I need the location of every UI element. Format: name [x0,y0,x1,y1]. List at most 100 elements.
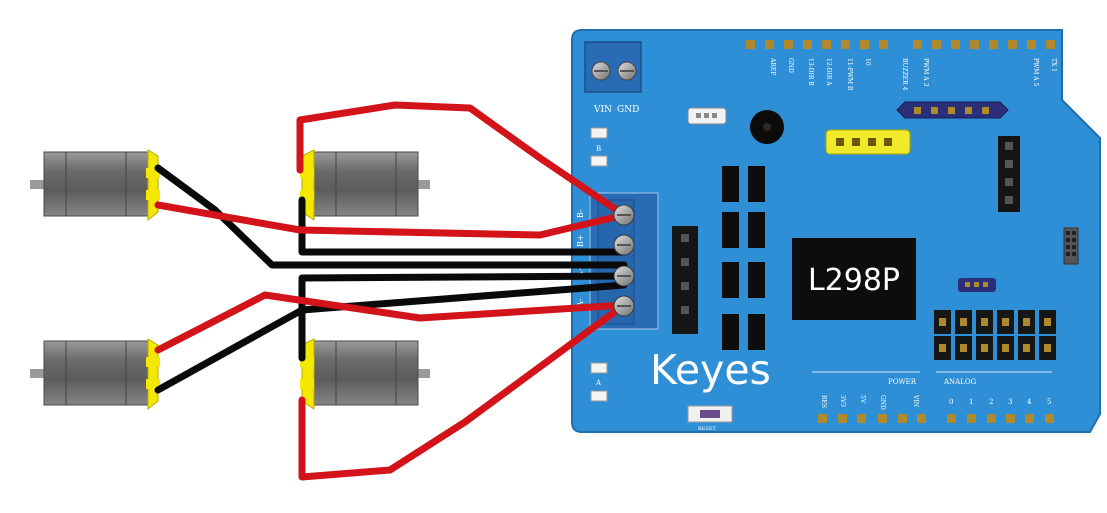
top-pin-label: 13-DIR B [807,58,814,86]
top-pin-label: BUZZER 4 [901,58,908,91]
analog-pin-label: 5 [1047,398,1051,406]
digital-pin [860,40,869,49]
terminal-label-vin: VIN [593,105,612,115]
buzzer [750,110,784,144]
digital-pin [913,40,922,49]
digital-pin [822,40,831,49]
vertical-header-left [672,226,698,334]
status-led-b-1 [590,127,608,139]
power-pin [857,414,866,423]
power-screw-terminal: VIN GND [584,41,642,115]
reset-button[interactable]: RESET [687,405,733,432]
wire-black-4 [298,272,628,362]
digital-pin [879,40,888,49]
power-pin [838,414,847,423]
power-pin [818,414,827,423]
header-pin [1044,318,1051,326]
top-pin-label: RX 0 [1068,58,1075,73]
chip-label: L298P [808,263,900,298]
wires [154,101,628,481]
power-pin-label: RES [820,395,827,408]
icsp-header [1063,227,1079,265]
white-3pin-connector [687,107,727,125]
analog-pin [1025,414,1034,423]
top-pin-label: GND [787,58,794,73]
digital-pin [1008,40,1017,49]
power-header-title: POWER [888,378,917,386]
small-jumper [958,278,996,292]
header-pin [960,318,967,326]
analog-pin [1045,414,1054,423]
digital-pin [1046,40,1055,49]
brand-label: Keyes [650,346,771,394]
header-pin [1002,344,1009,352]
power-header: RES 3V3 5V GND VIN [818,394,926,423]
analog-pin [1006,414,1015,423]
status-led-a-2 [590,390,608,402]
motor-bottom-left [30,338,160,411]
digital-pin [951,40,960,49]
reset-label: RESET [698,426,716,432]
navy-jumper [896,101,1009,119]
digital-pin [970,40,979,49]
header-pin [981,344,988,352]
analog-pin-label: 4 [1027,398,1032,406]
terminal-label-a-minus: A- [576,298,585,308]
power-pin [917,414,926,423]
motor-terminal-screws [613,204,635,317]
motor-top-left [30,149,160,222]
header-pin [1044,344,1051,352]
header-pin [960,344,967,352]
analog-pin-label: 0 [949,398,953,406]
wire-red-2 [154,201,628,239]
top-pin-label: 10 [864,58,871,66]
wire-red-3 [154,291,628,354]
top-pin-label: PWM A 5 [1032,58,1039,86]
top-pin-label: 12-DIR A [825,58,832,86]
analog-pin-label: 1 [969,398,973,406]
motor-top-middle [300,149,430,221]
motor-bottom-middle [300,338,430,410]
header-pin [1023,344,1030,352]
analog-pin-label: 2 [989,398,993,406]
header-pin [939,318,946,326]
header-pin [1023,318,1030,326]
wire-red-4 [298,301,628,481]
header-pin [1002,318,1009,326]
power-pin [898,414,907,423]
header-pin [981,318,988,326]
digital-pin [765,40,774,49]
digital-pin [803,40,812,49]
power-pin-label: VIN [912,394,919,407]
digital-pin [1027,40,1036,49]
power-pin-label: 5V [859,395,866,404]
status-led-a-1 [590,362,608,374]
analog-header-title: ANALOG [943,378,977,386]
analog-pin-label: 3 [1008,398,1012,406]
analog-pin [947,414,956,423]
digital-pin [932,40,941,49]
power-pin-label: GND [879,395,886,410]
power-pin [878,414,887,423]
header-pin [939,344,946,352]
wire-red-1 [296,101,628,219]
digital-pin [784,40,793,49]
led-label-b: B [596,145,601,153]
analog-pin [987,414,996,423]
2x6-header-block [934,310,1056,360]
vertical-header-right [998,136,1020,212]
wire-black-1 [154,164,628,269]
status-led-b-2 [590,155,608,167]
digital-pin [989,40,998,49]
smd-components [722,166,765,350]
l298p-chip [792,238,916,320]
terminal-label-a-plus: A+ [576,265,585,278]
top-pin-label: 11-PWM B [846,58,853,91]
analog-pin [967,414,976,423]
analog-header: 0 1 2 3 4 5 [947,398,1054,423]
wire-black-2 [298,196,628,256]
power-pin-label: 3V3 [839,395,846,407]
